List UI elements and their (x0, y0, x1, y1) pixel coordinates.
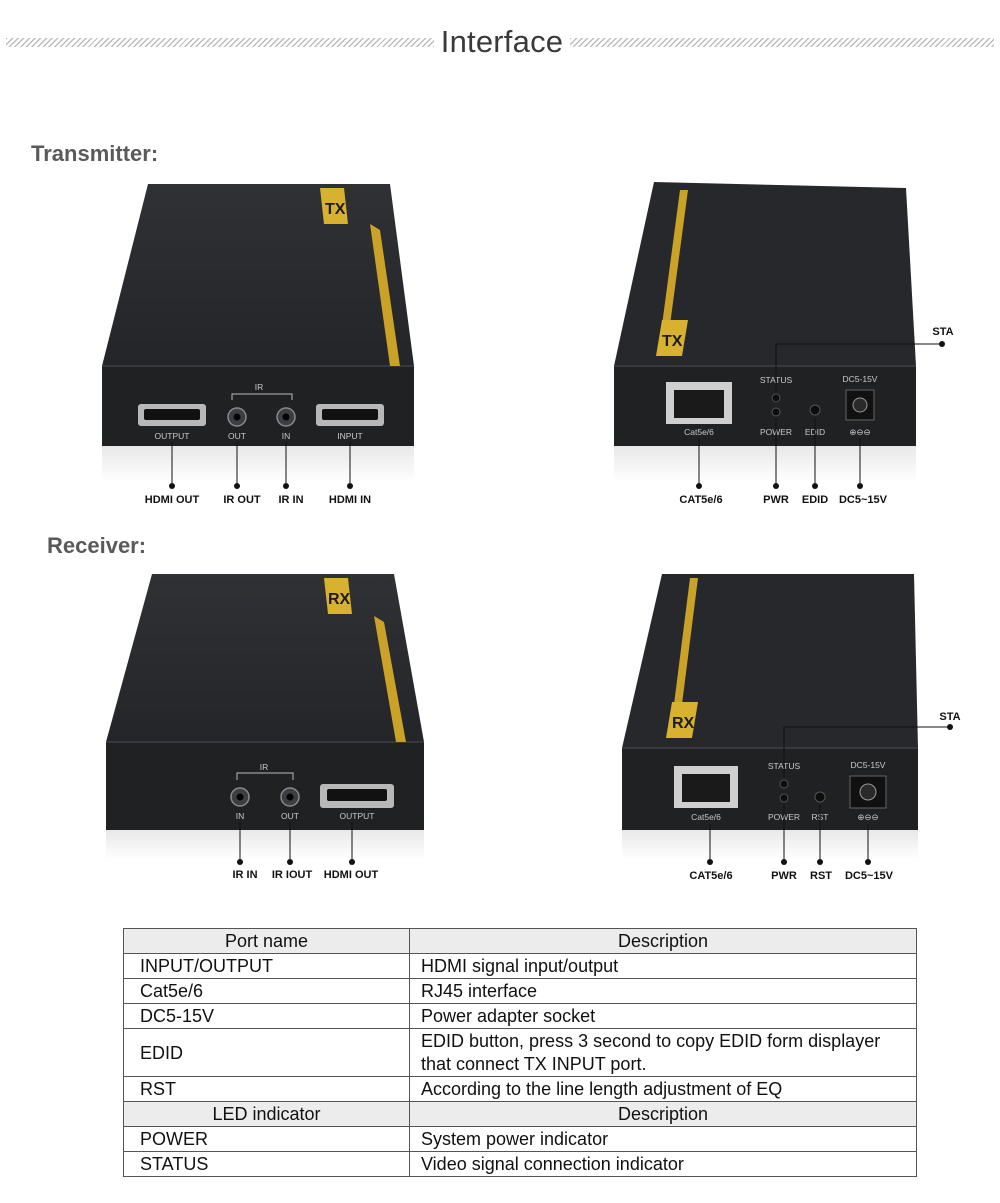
description-cell: Video signal connection indicator (409, 1151, 917, 1177)
status-led (771, 393, 781, 403)
tx-back-badge-text: TX (662, 333, 683, 350)
gold-stripe (370, 224, 400, 366)
tx-front-photo: TX IR OUTPUT OUT IN INPUT HDMI OUT IR OU… (102, 184, 414, 506)
header-description: Description (409, 928, 917, 954)
port-name-cell: DC5-15V (123, 1003, 410, 1029)
port-label-out: OUT (228, 431, 246, 441)
polarity-symbol: ⊕⊖⊖ (857, 812, 878, 822)
led-name-cell: POWER (123, 1126, 410, 1152)
table-row: POWER System power indicator (123, 1126, 917, 1152)
case-top (106, 574, 424, 742)
callout-cat: CAT5e/6 (679, 494, 722, 506)
port-label-dc: DC5-15V (851, 760, 886, 770)
table-header-row: LED indicator Description (123, 1101, 917, 1127)
rx-badge-text: RX (328, 591, 351, 608)
port-label-lan: Cat5e/6 (691, 812, 721, 822)
port-spec-table: Port name Description INPUT/OUTPUT HDMI … (123, 928, 917, 1177)
port-label-in: IN (236, 811, 245, 821)
gold-stripe (660, 190, 688, 340)
table-header-row: Port name Description (123, 928, 917, 954)
callout-cat: CAT5e/6 (689, 870, 732, 882)
callout-edid: EDID (802, 494, 828, 506)
rx-back-photo: RX Cat5e/6 STATUS POWER RST DC5-15V ⊕⊖⊖ … (622, 574, 961, 882)
tx-badge: TX (656, 320, 688, 356)
callout-hdmi-out: HDMI OUT (145, 494, 200, 506)
header-hatch-left (6, 38, 434, 47)
callout-ir-out: IR OUT (223, 494, 261, 506)
port-label-output: OUTPUT (155, 431, 190, 441)
callout-ir-out: IR IOUT (272, 869, 313, 881)
table-row: DC5-15V Power adapter socket (123, 1003, 917, 1029)
port-name-cell: INPUT/OUTPUT (123, 953, 410, 979)
receiver-title: Receiver: (47, 533, 147, 558)
description-cell: System power indicator (409, 1126, 917, 1152)
case-top (102, 184, 414, 366)
rx-badge: RX (666, 702, 698, 738)
header-port-name: Port name (123, 928, 410, 954)
ir-group-label: IR (255, 382, 264, 392)
description-cell: Power adapter socket (409, 1003, 917, 1029)
port-name-cell: EDID (123, 1028, 410, 1077)
port-label-in: IN (282, 431, 291, 441)
description-cell: HDMI signal input/output (409, 953, 917, 979)
port-name-cell: Cat5e/6 (123, 978, 410, 1004)
reflection (102, 446, 414, 482)
rx-badge: RX (324, 578, 352, 614)
case-top (622, 574, 918, 748)
rst-button (814, 791, 826, 803)
header-led-indicator: LED indicator (123, 1101, 410, 1127)
port-label-dc: DC5-15V (843, 374, 878, 384)
callout-hdmi-in: HDMI IN (329, 494, 371, 506)
edid-button (809, 404, 821, 416)
callout-ir-in: IR IN (278, 494, 303, 506)
power-led (771, 407, 781, 417)
port-label-input: INPUT (337, 431, 363, 441)
table-row: STATUS Video signal connection indicator (123, 1151, 917, 1177)
table-row: INPUT/OUTPUT HDMI signal input/output (123, 953, 917, 979)
transmitter-title: Transmitter: (31, 141, 159, 166)
description-cell: RJ45 interface (409, 978, 917, 1004)
callout-ir-in: IR IN (232, 869, 257, 881)
section-header: Interface (0, 22, 1000, 62)
description-cell: EDID button, press 3 second to copy EDID… (409, 1028, 917, 1077)
led-name-cell: STATUS (123, 1151, 410, 1177)
status-led (779, 779, 789, 789)
gold-stripe (374, 616, 406, 742)
reflection (614, 446, 916, 482)
callout-sta: STA (939, 711, 960, 723)
callout-hdmi-out: HDMI OUT (324, 869, 379, 881)
header-description: Description (409, 1101, 917, 1127)
callout-sta: STA (932, 326, 953, 338)
reflection (622, 830, 918, 860)
page-title: Interface (440, 24, 564, 59)
case-top (614, 182, 916, 366)
gold-stripe (672, 578, 698, 720)
power-led (779, 793, 789, 803)
reflection (106, 830, 424, 860)
table-row: RST According to the line length adjustm… (123, 1076, 917, 1102)
table-row: EDID EDID button, press 3 second to copy… (123, 1028, 917, 1077)
callout-dc: DC5~15V (845, 870, 894, 882)
table-row: Cat5e/6 RJ45 interface (123, 978, 917, 1004)
port-label-output: OUTPUT (340, 811, 375, 821)
callout-dc: DC5~15V (839, 494, 888, 506)
rx-back-badge-text: RX (672, 715, 695, 732)
port-label-out: OUT (281, 811, 299, 821)
port-name-cell: RST (123, 1076, 410, 1102)
tx-badge: TX (320, 188, 348, 224)
callout-pwr: PWR (763, 494, 789, 506)
tx-badge-text: TX (325, 201, 346, 218)
tx-back-photo: TX Cat5e/6 STATUS POWER EDID DC5-15V ⊕⊖⊖… (614, 182, 954, 506)
callout-pwr: PWR (771, 870, 797, 882)
description-cell: According to the line length adjustment … (409, 1076, 917, 1102)
port-label-lan: Cat5e/6 (684, 427, 714, 437)
callout-rst: RST (810, 870, 832, 882)
polarity-symbol: ⊕⊖⊖ (849, 427, 870, 437)
rx-front-photo: RX IR IN OUT OUTPUT IR IN IR IOUT HDMI O… (106, 574, 424, 881)
ir-group-label: IR (260, 762, 269, 772)
header-hatch-right (570, 38, 994, 47)
